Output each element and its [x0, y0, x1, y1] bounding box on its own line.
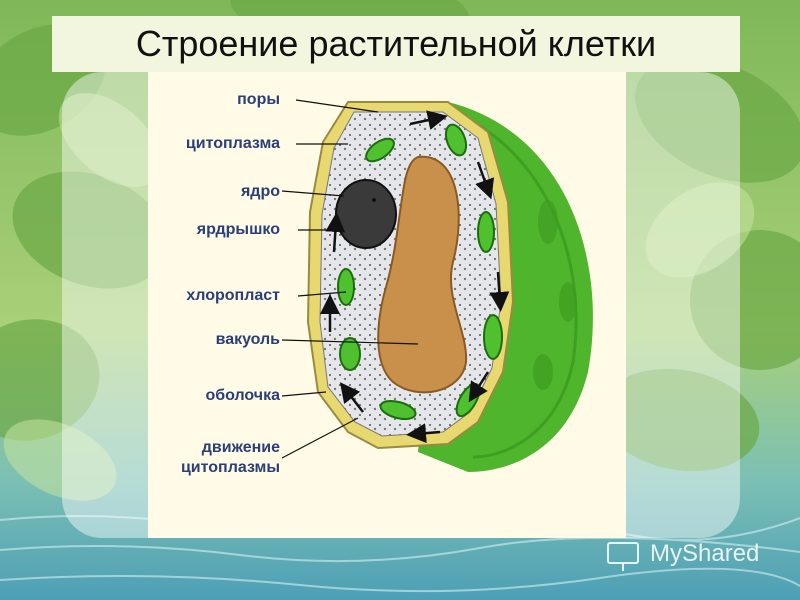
chloroplast	[339, 337, 361, 371]
plant-cell-diagram	[281, 99, 593, 472]
chloroplast	[444, 123, 468, 157]
label-vacuole: вакуоль	[215, 331, 280, 348]
leader-vacuole	[281, 339, 419, 345]
leader-chloroplast	[297, 291, 347, 297]
chloroplast	[365, 137, 395, 163]
leader-nucleus	[281, 190, 345, 197]
label-movement-line1: движение	[201, 439, 280, 456]
label-nucleolus: ярдрышко	[196, 221, 280, 238]
leader-pores	[295, 99, 379, 113]
vacuole-shape	[377, 155, 468, 394]
chloroplast	[379, 399, 417, 421]
nucleolus-shape	[372, 198, 376, 202]
label-chloroplast: хлоропласт	[186, 287, 280, 304]
watermark-logo	[607, 542, 639, 571]
label-nucleus: ядро	[240, 183, 280, 200]
label-cytoplasm: цитоплазма	[185, 135, 280, 152]
title-bar: Строение растительной клетки	[52, 16, 740, 72]
label-membrane: оболочка	[205, 387, 280, 404]
nucleus-shape	[335, 179, 397, 249]
leader-movement	[281, 417, 359, 459]
chloroplast	[477, 211, 495, 253]
label-movement-line2: цитоплазмы	[180, 459, 280, 476]
leader-membrane	[281, 391, 327, 397]
presentation-icon	[607, 542, 639, 564]
label-pores: поры	[237, 91, 280, 108]
page-title: Строение растительной клетки	[135, 23, 657, 64]
watermark-text: MyShared	[650, 540, 760, 567]
chloroplast	[337, 268, 355, 306]
chloroplast	[483, 314, 503, 360]
